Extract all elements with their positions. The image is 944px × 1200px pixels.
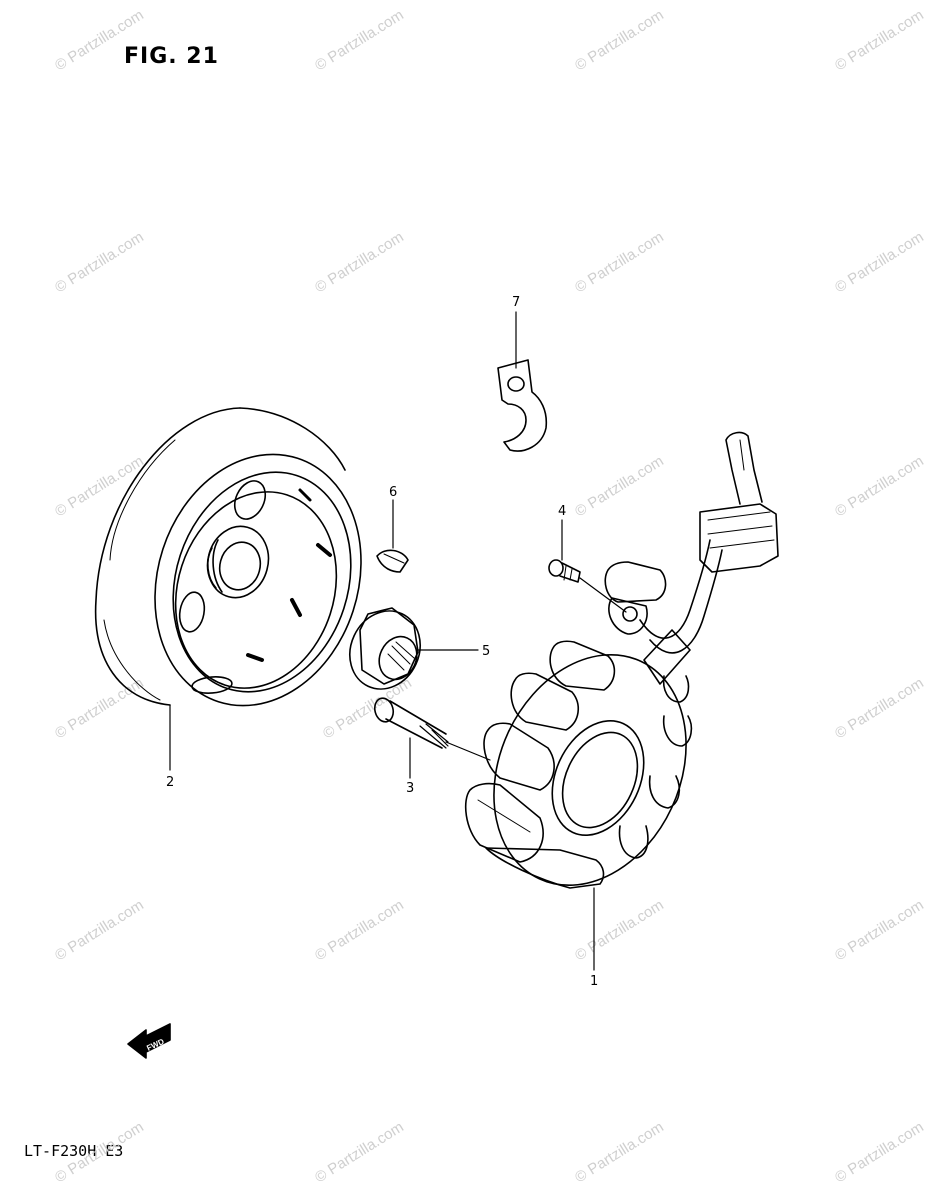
figure-title: FIG. 21: [124, 44, 219, 69]
forward-arrow-icon: [127, 1023, 171, 1059]
flywheel-rotor-icon: [94, 407, 362, 707]
woodruff-key-icon: [376, 549, 409, 573]
stator-coil-icon: [464, 431, 779, 889]
callout-4: 4: [558, 504, 566, 519]
flange-nut-icon: [349, 607, 421, 690]
leader-lines: [169, 311, 627, 971]
callout-2: 2: [166, 775, 174, 790]
callout-7: 7: [512, 295, 520, 310]
rotor-bolt-icon: [373, 697, 449, 749]
model-code: LT-F230H E3: [24, 1142, 124, 1160]
screw-icon: [548, 559, 581, 583]
callout-3: 3: [406, 781, 414, 796]
wire-clamp-icon: [497, 359, 548, 452]
callout-6: 6: [389, 485, 397, 500]
callout-5: 5: [482, 644, 490, 659]
callout-1: 1: [590, 974, 598, 989]
